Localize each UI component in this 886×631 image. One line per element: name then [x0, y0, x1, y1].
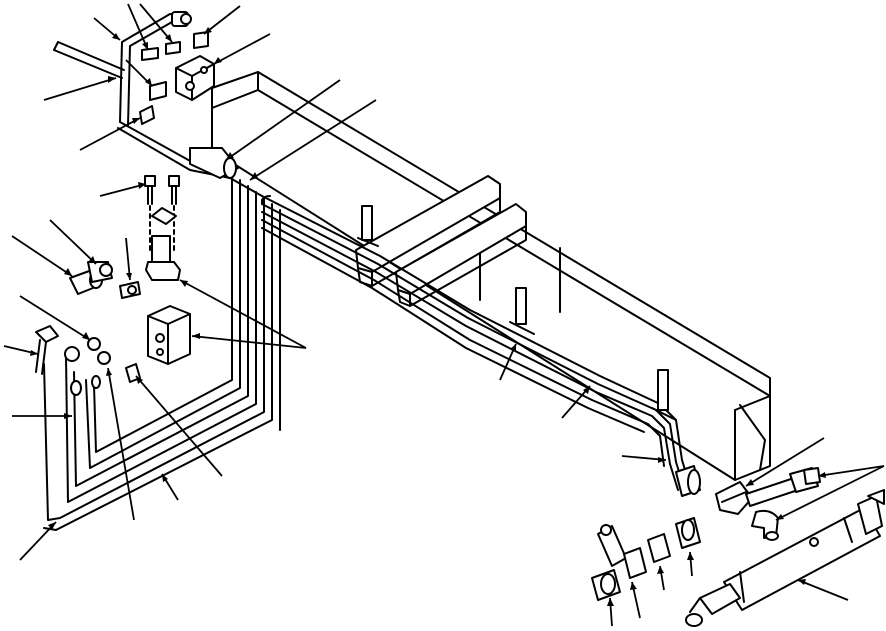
tube-clamp-2 — [509, 287, 535, 335]
callout-leader-5 — [213, 33, 271, 65]
pressure-switch — [145, 235, 181, 281]
callout-leader-27a — [817, 465, 885, 478]
adapter-fittings-right — [745, 467, 821, 507]
callout-leader-17 — [12, 413, 72, 419]
callout-leader-3 — [139, 3, 173, 43]
tee-fitting — [715, 481, 753, 515]
callout-leader-4 — [203, 5, 241, 35]
callout-leader-18b — [179, 279, 307, 349]
callout-leader-9 — [225, 79, 341, 161]
callout-leader-22 — [19, 521, 57, 561]
callout-leader-6 — [43, 76, 117, 101]
callout-leader-10 — [249, 99, 377, 181]
hydraulic-cylinder — [685, 489, 885, 627]
callout-leader-8 — [79, 117, 141, 151]
callout-leader-12 — [49, 219, 97, 265]
callout-leader-13 — [125, 237, 132, 281]
callout-leader-18a — [191, 333, 307, 349]
mounting-bolts — [144, 175, 180, 251]
callout-leader-31 — [687, 551, 694, 577]
callout-leader-11 — [99, 182, 147, 197]
callout-leader-7 — [125, 59, 153, 87]
coupling-upper — [189, 147, 239, 179]
callout-leader-23 — [499, 343, 517, 381]
elbow-fitting-top — [171, 11, 192, 27]
callout-leader-28 — [607, 597, 614, 627]
callout-leader-14 — [11, 235, 73, 277]
tube-clamp-1 — [357, 205, 379, 247]
elbow-fitting-right — [751, 509, 779, 541]
callout-leader-32 — [797, 579, 849, 601]
lower-fittings-row — [591, 517, 701, 601]
valve-block — [175, 55, 215, 101]
callout-leader-25 — [621, 455, 667, 463]
callout-leader-29 — [630, 581, 641, 619]
callout-leader-19 — [135, 375, 223, 477]
hose-end-fitting — [675, 465, 701, 497]
fittings-lower-left — [35, 325, 141, 396]
callout-leaders — [3, 3, 885, 627]
callout-leader-1 — [93, 17, 121, 41]
elbow-fittings-left — [69, 261, 141, 299]
boom-frame — [211, 71, 771, 481]
callout-leader-15 — [19, 295, 91, 341]
callout-leader-30 — [657, 565, 665, 591]
boom-bracket-upper — [355, 175, 501, 287]
callout-leader-2 — [127, 3, 149, 51]
tube-bundle-boom — [261, 195, 691, 491]
boom-bracket-lower — [395, 203, 527, 307]
callout-leader-21 — [106, 367, 135, 521]
callout-leader-24 — [561, 385, 591, 419]
callout-leader-20 — [161, 473, 179, 501]
callout-leader-16 — [3, 345, 39, 356]
washer — [151, 207, 177, 225]
callout-leader-26 — [745, 437, 825, 487]
callout-leader-27b — [775, 465, 885, 521]
tube-clamp-3 — [651, 369, 677, 421]
connector-fittings-top — [139, 31, 209, 125]
valve-body-cylindrical — [147, 305, 191, 365]
